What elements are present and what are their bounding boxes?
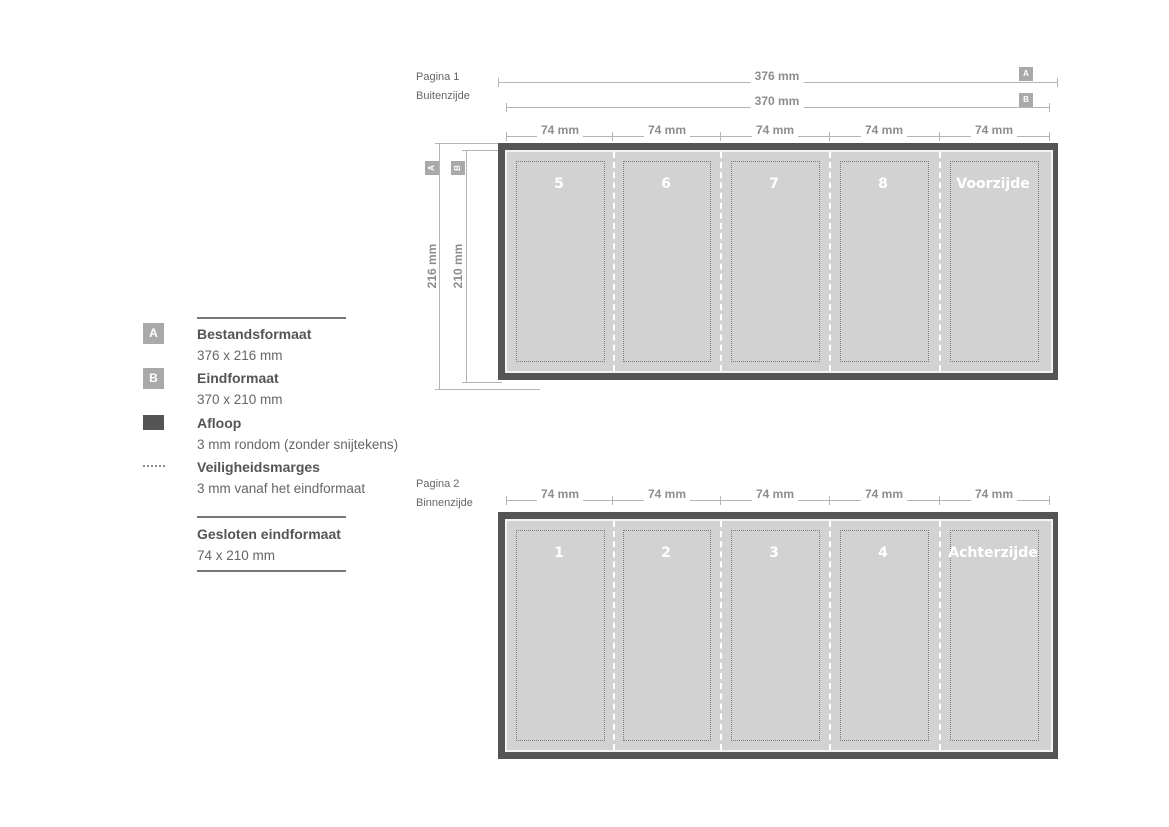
dim-tick xyxy=(435,143,500,144)
panel-label-1: 1 xyxy=(554,545,564,561)
dim-tick xyxy=(1049,103,1050,112)
panel-width-label: 74 mm xyxy=(643,487,691,501)
panel-width-label: 74 mm xyxy=(970,487,1018,501)
safety-margin xyxy=(731,161,820,362)
legend-mid-rule xyxy=(197,516,346,518)
fold-line xyxy=(829,521,831,750)
fold-line xyxy=(829,152,831,371)
panel-label-2: 2 xyxy=(661,545,671,561)
dim-tick xyxy=(829,496,830,505)
panel-width-label: 74 mm xyxy=(860,123,908,137)
panel-label-6: 6 xyxy=(661,176,671,192)
legend-title-gesloten: Gesloten eindformaat xyxy=(197,526,341,542)
panel-width-label: 74 mm xyxy=(860,487,908,501)
page1-trim-area: 5 6 7 8 Voorzijde xyxy=(505,150,1053,373)
dim-tick xyxy=(435,389,540,390)
safety-margin xyxy=(840,161,929,362)
safety-margin xyxy=(516,161,605,362)
dim-tick xyxy=(720,496,721,505)
legend-sub-eindformaat: 370 x 210 mm xyxy=(197,392,283,407)
panel-width-label: 74 mm xyxy=(751,123,799,137)
dim-tick xyxy=(1049,132,1050,141)
page1-sheet: 5 6 7 8 Voorzijde xyxy=(498,143,1058,380)
panel-label-8: 8 xyxy=(878,176,888,192)
dim-badge-a-vertical: A xyxy=(425,161,439,175)
dim-tick xyxy=(506,496,507,505)
dim-tick xyxy=(1049,496,1050,505)
dim-width-b: 370 mm xyxy=(750,94,804,108)
safety-margin xyxy=(950,530,1039,741)
dim-tick xyxy=(462,150,502,151)
dim-tick xyxy=(506,103,507,112)
safety-margin xyxy=(516,530,605,741)
dim-line-height-b xyxy=(466,150,467,382)
dim-tick xyxy=(939,132,940,141)
page2-sheet: 1 2 3 4 Achterzijde xyxy=(498,512,1058,759)
dim-tick xyxy=(829,132,830,141)
panel-width-label: 74 mm xyxy=(536,487,584,501)
safety-margin xyxy=(623,530,711,741)
panel-label-achterzijde: Achterzijde xyxy=(948,545,1038,561)
legend-sub-veiligheidsmarges: 3 mm vanaf het eindformaat xyxy=(197,481,366,496)
legend-bottom-rule xyxy=(197,570,346,572)
dim-tick xyxy=(506,132,507,141)
panel-width-label: 74 mm xyxy=(970,123,1018,137)
legend-sub-bestandsformaat: 376 x 216 mm xyxy=(197,348,283,363)
fold-line xyxy=(939,521,941,750)
fold-line xyxy=(613,521,615,750)
fold-line xyxy=(939,152,941,371)
legend-title-bestandsformaat: Bestandsformaat xyxy=(197,326,312,342)
page1-side: Buitenzijde xyxy=(416,90,470,102)
dim-height-a: 216 mm xyxy=(425,239,439,293)
panel-width-label: 74 mm xyxy=(751,487,799,501)
safety-margin xyxy=(731,530,820,741)
dim-badge-b-vertical: B xyxy=(451,161,465,175)
panel-label-4: 4 xyxy=(878,545,888,561)
panel-width-label: 74 mm xyxy=(536,123,584,137)
page2-side: Binnenzijde xyxy=(416,497,473,509)
dim-width-a: 376 mm xyxy=(750,69,804,83)
dim-tick xyxy=(720,132,721,141)
legend-badge-a: A xyxy=(143,323,164,344)
legend-sub-afloop: 3 mm rondom (zonder snijtekens) xyxy=(197,437,399,452)
safety-margin xyxy=(623,161,711,362)
dim-badge-a: A xyxy=(1019,67,1033,81)
panel-label-voorzijde: Voorzijde xyxy=(956,176,1030,192)
dim-badge-b: B xyxy=(1019,93,1033,107)
dim-tick xyxy=(462,382,502,383)
legend-badge-b: B xyxy=(143,368,164,389)
legend-title-veiligheidsmarges: Veiligheidsmarges xyxy=(197,459,320,475)
legend-title-afloop: Afloop xyxy=(197,415,242,431)
panel-label-7: 7 xyxy=(769,176,779,192)
page1-label: Pagina 1 xyxy=(416,71,460,83)
page2-label: Pagina 2 xyxy=(416,478,460,490)
dim-line-height-a xyxy=(439,143,440,389)
dim-tick xyxy=(1057,78,1058,87)
safety-margin xyxy=(840,530,929,741)
safety-margin xyxy=(950,161,1039,362)
fold-line xyxy=(613,152,615,371)
fold-line xyxy=(720,152,722,371)
dim-tick xyxy=(498,78,499,87)
dim-tick xyxy=(939,496,940,505)
legend-title-eindformaat: Eindformaat xyxy=(197,370,279,386)
dim-tick xyxy=(612,132,613,141)
legend-top-rule xyxy=(197,317,346,319)
fold-line xyxy=(720,521,722,750)
legend-sub-gesloten: 74 x 210 mm xyxy=(197,548,276,563)
panel-label-3: 3 xyxy=(769,545,779,561)
legend-safety-dots xyxy=(143,465,165,467)
legend-bleed-swatch xyxy=(143,415,164,430)
panel-label-5: 5 xyxy=(554,176,564,192)
dim-height-b: 210 mm xyxy=(451,239,465,293)
page2-trim-area: 1 2 3 4 Achterzijde xyxy=(505,519,1053,752)
panel-width-label: 74 mm xyxy=(643,123,691,137)
dim-tick xyxy=(612,496,613,505)
